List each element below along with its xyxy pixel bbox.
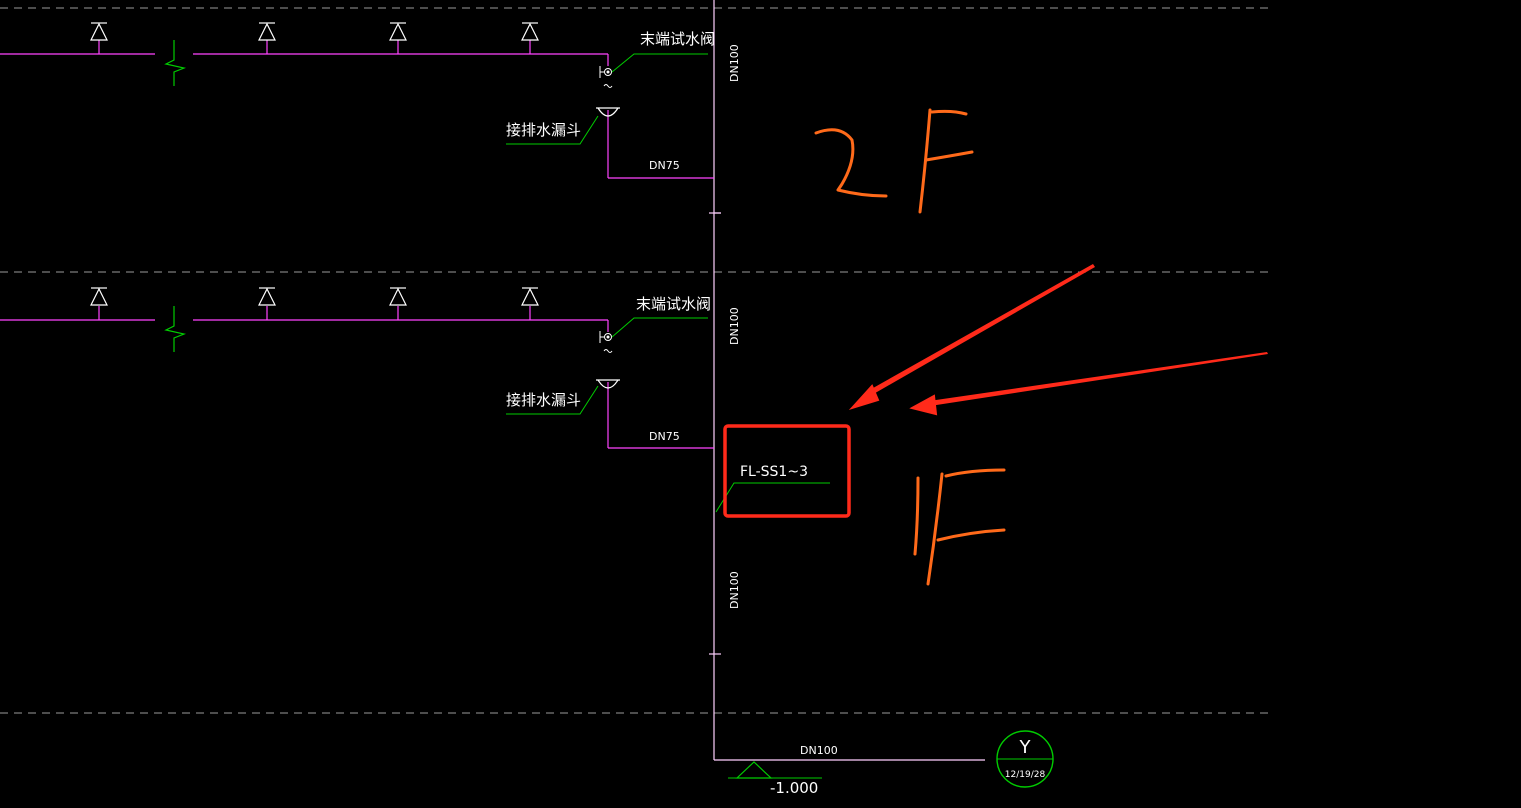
floor1-riser-dn: DN100 bbox=[728, 307, 741, 345]
annotation-arrow-1 bbox=[866, 264, 1095, 396]
lower-riser-dn: DN100 bbox=[728, 571, 741, 609]
handwritten-1F-mark bbox=[913, 468, 1006, 586]
riser-tag-leader bbox=[715, 482, 830, 513]
floor2-branch-dn: DN75 bbox=[649, 159, 680, 172]
test-valve-icon bbox=[599, 66, 613, 88]
annotation-arrow-2 bbox=[929, 352, 1268, 406]
floor2-branch: 末端试水阀 接排水漏斗 DN75 DN100 bbox=[0, 22, 741, 179]
floor1-branch: 末端试水阀 接排水漏斗 DN75 DN100 bbox=[0, 287, 741, 449]
index-letter: Y bbox=[1019, 737, 1032, 758]
sprinkler-head-icon bbox=[258, 287, 276, 306]
floor2-riser-dn: DN100 bbox=[728, 44, 741, 82]
drain-funnel-icon bbox=[596, 379, 620, 389]
riser-tag-group: FL-SS1~3 bbox=[715, 464, 830, 513]
elevation-marker: -1.000 bbox=[728, 761, 822, 797]
pipe-break-symbol bbox=[164, 40, 187, 86]
annotation-arrows bbox=[848, 264, 1268, 416]
sprinkler-head-icon bbox=[389, 287, 407, 306]
pipe-break-symbol bbox=[164, 306, 187, 352]
sprinkler-head-icon bbox=[258, 22, 276, 41]
index-subtext: 12/19/28 bbox=[1005, 770, 1046, 780]
funnel-leader-line bbox=[506, 385, 599, 415]
riser-tag-label: FL-SS1~3 bbox=[740, 464, 808, 480]
main-riser bbox=[709, 0, 985, 761]
annotation-highlight-box bbox=[723, 424, 851, 518]
elevation-value: -1.000 bbox=[770, 779, 818, 797]
handwritten-2F-mark bbox=[814, 108, 974, 214]
floor-divider-lines bbox=[0, 7, 1268, 714]
sprinkler-head-icon bbox=[521, 287, 539, 306]
floor1-funnel-label: 接排水漏斗 bbox=[506, 391, 581, 409]
sprinkler-head-icon bbox=[521, 22, 539, 41]
floor1-valve-label: 末端试水阀 bbox=[636, 295, 711, 313]
floor1-branch-dn: DN75 bbox=[649, 430, 680, 443]
floor2-valve-label: 末端试水阀 bbox=[640, 30, 715, 48]
funnel-leader-line bbox=[506, 115, 599, 145]
valve-leader-line bbox=[611, 53, 708, 73]
floor2-funnel-label: 接排水漏斗 bbox=[506, 121, 581, 139]
riser-index-symbol: Y 12/19/28 bbox=[996, 730, 1054, 788]
sprinkler-head-icon bbox=[389, 22, 407, 41]
test-valve-icon bbox=[599, 331, 613, 353]
valve-leader-line bbox=[611, 317, 708, 338]
drain-funnel-icon bbox=[596, 107, 620, 117]
elevation-triangle-icon bbox=[735, 761, 773, 779]
sprinkler-head-icon bbox=[90, 287, 108, 306]
sprinkler-head-icon bbox=[90, 22, 108, 41]
bottom-pipe-dn: DN100 bbox=[800, 744, 838, 757]
